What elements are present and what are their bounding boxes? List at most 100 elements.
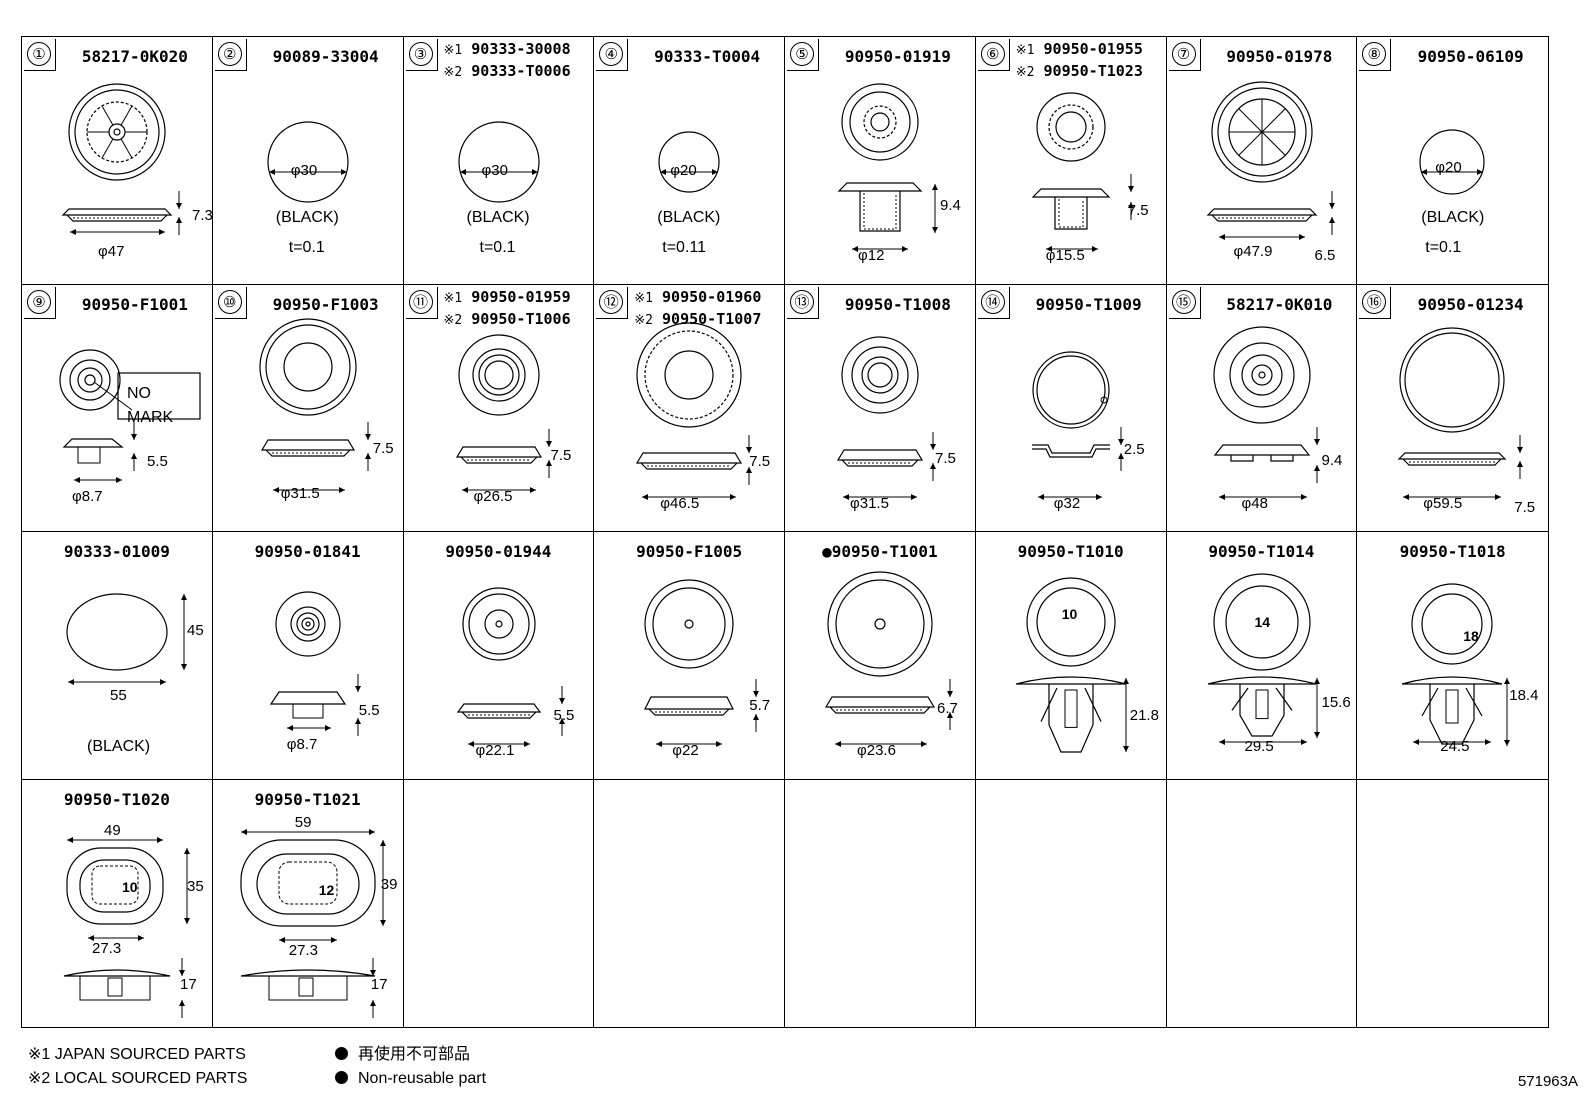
part-number: 90950-F1003 [272,294,379,314]
part-drawing [63,836,190,1018]
part-drawing [658,131,720,193]
part-variant-line: ※1 90950-01959 [444,287,571,309]
source-mark: ※1 [634,290,653,306]
dimension-label: 39 [380,875,398,893]
part-drawing [456,587,565,747]
part-drawing [1212,325,1320,500]
item-number-box: ⑨ [24,286,56,319]
dimension-label: 18.4 [1509,687,1539,704]
item-number-box: ⑯ [1359,286,1392,319]
dimension-label: 5.5 [553,707,575,724]
part-cell: ⑩ 90950-F1003 7.5 φ31.5 [212,284,404,532]
part-note: MARK [127,408,174,426]
dimension-label: φ46.5 [660,494,700,512]
empty-cell [785,779,976,1027]
part-note: (BLACK) [275,209,339,226]
part-drawing [1419,129,1485,195]
part-note: (BLACK) [657,209,721,226]
part-note: 12 [318,881,335,898]
part-number: 90950-T1006 [471,309,571,328]
bullet-icon [335,1047,348,1060]
dimension-label: 9.4 [940,197,961,214]
part-drawing [66,593,187,685]
dimension-label: φ15.5 [1045,247,1085,264]
part-drawing [636,321,753,500]
item-number-box: ⑤ [787,39,819,71]
empty-cell [976,779,1167,1027]
part-number: 90950-01978 [1226,47,1333,66]
part-number-variants: ※1 90950-01955※2 90950-T1023 [1016,39,1143,83]
dimension-label: φ31.5 [280,484,320,502]
dimension-label: φ59.5 [1423,494,1463,512]
part-number: 90950-T1020 [63,789,170,809]
dimension-label: 35 [187,877,204,895]
part-drawing [1031,92,1134,252]
part-drawing [824,571,953,747]
source-mark: ※1 [443,290,463,306]
item-number-box: ⑩ [214,286,247,319]
dimension-label: 7.5 [749,452,771,470]
item-number: ⑭ [980,289,1005,314]
part-number: 90950-T1018 [1399,542,1506,561]
source-mark: ※2 [1015,65,1035,80]
footer-notes: ※1 JAPAN SOURCED PARTS ※2 LOCAL SOURCED … [28,1043,247,1091]
item-number: ② [217,42,242,66]
part-note: (BLACK) [1421,209,1485,226]
part-number: 90950-T1023 [1043,62,1143,80]
dimension-label: 17 [370,975,388,993]
dimension-label: φ30 [290,162,318,179]
item-number-box: ⑫ [596,286,629,319]
dimension-label: φ20 [1435,159,1462,176]
part-number: 90950-01960 [662,287,762,306]
dimension-label: 7.5 [372,439,394,457]
dimension-label: 7.5 [935,449,956,467]
part-drawing [61,83,182,235]
part-note: t=0.1 [288,239,325,256]
item-number-box: ① [24,39,56,71]
source-mark: ※2 [634,312,653,328]
part-number: 90950-01841 [254,542,361,561]
dimension-label: φ8.7 [286,736,318,753]
empty-cell [594,779,785,1027]
dimension-label: 5.7 [749,697,771,714]
item-number: ⑤ [790,42,814,66]
dimension-label: 15.6 [1321,694,1351,711]
item-number: ⑫ [599,289,624,314]
dimension-label: φ32 [1053,494,1081,512]
part-drawing [269,591,361,736]
part-drawing [644,579,760,747]
part-number-variants: ※1 90950-01959※2 90950-T1006 [444,287,571,331]
dimension-label: φ8.7 [72,487,103,505]
part-number-variants: ※1 90333-30008※2 90333-T0006 [444,39,571,83]
item-number: ⑨ [27,289,51,314]
dimension-label: 7.5 [1127,202,1149,219]
dimension-label: φ26.5 [473,487,513,505]
item-number: ① [27,42,51,66]
part-number: 90950-T1021 [254,789,361,809]
dimension-label: 2.5 [1123,440,1145,458]
item-number-box: ② [214,39,247,71]
part-note: 14 [1254,614,1271,630]
item-number: ④ [599,42,624,66]
source-mark: ※1 [443,43,463,58]
item-number-box: ④ [596,39,629,71]
part-number: 90950-F1001 [81,294,188,314]
part-note: t=0.1 [479,239,516,256]
part-drawing [455,333,552,493]
